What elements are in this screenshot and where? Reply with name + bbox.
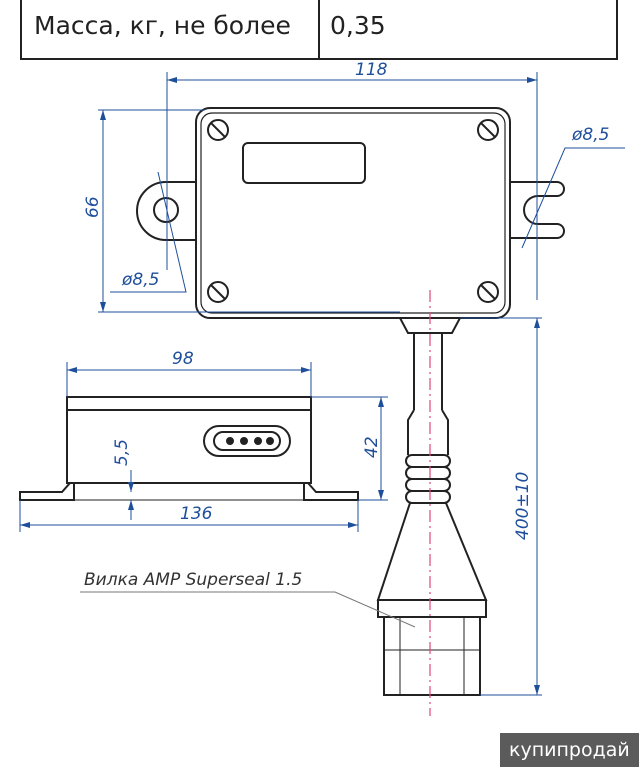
right-mount-slot <box>508 181 565 239</box>
side-view <box>19 396 359 501</box>
dim-width-118: 118 <box>355 60 388 80</box>
spec-value: 0,35 <box>330 11 386 40</box>
cable <box>413 333 443 410</box>
dimension-lines <box>19 72 625 696</box>
dim-length-136: 136 <box>180 504 213 524</box>
dim-cable-length: 400±10 <box>513 472 533 540</box>
watermark-logo: купипродай <box>500 733 639 767</box>
dim-height-66: 66 <box>83 196 103 218</box>
dim-hole-right: ø8,5 <box>571 125 609 145</box>
amp-connector-socket <box>203 425 291 457</box>
connector-callout: Вилка AMP Superseal 1.5 <box>84 570 302 590</box>
callout-leader <box>80 591 416 628</box>
dim-height-42: 42 <box>362 436 382 458</box>
dim-thickness-5-5: 5,5 <box>112 439 132 466</box>
cable-plug <box>376 409 488 696</box>
label-window <box>242 142 366 184</box>
left-mount-hole <box>153 197 179 223</box>
left-mount-lug <box>136 181 197 241</box>
mounting-plate <box>19 482 359 501</box>
dim-hole-left: ø8,5 <box>121 270 159 290</box>
spec-label: Масса, кг, не более <box>22 0 320 58</box>
amp-superseal-plug <box>383 616 481 696</box>
top-view <box>136 107 565 410</box>
spec-table: Масса, кг, не более 0,35 <box>20 0 618 60</box>
dim-length-98: 98 <box>172 349 194 369</box>
screw-icon <box>207 119 499 303</box>
cable-gland <box>398 317 462 334</box>
housing-top <box>195 107 511 319</box>
